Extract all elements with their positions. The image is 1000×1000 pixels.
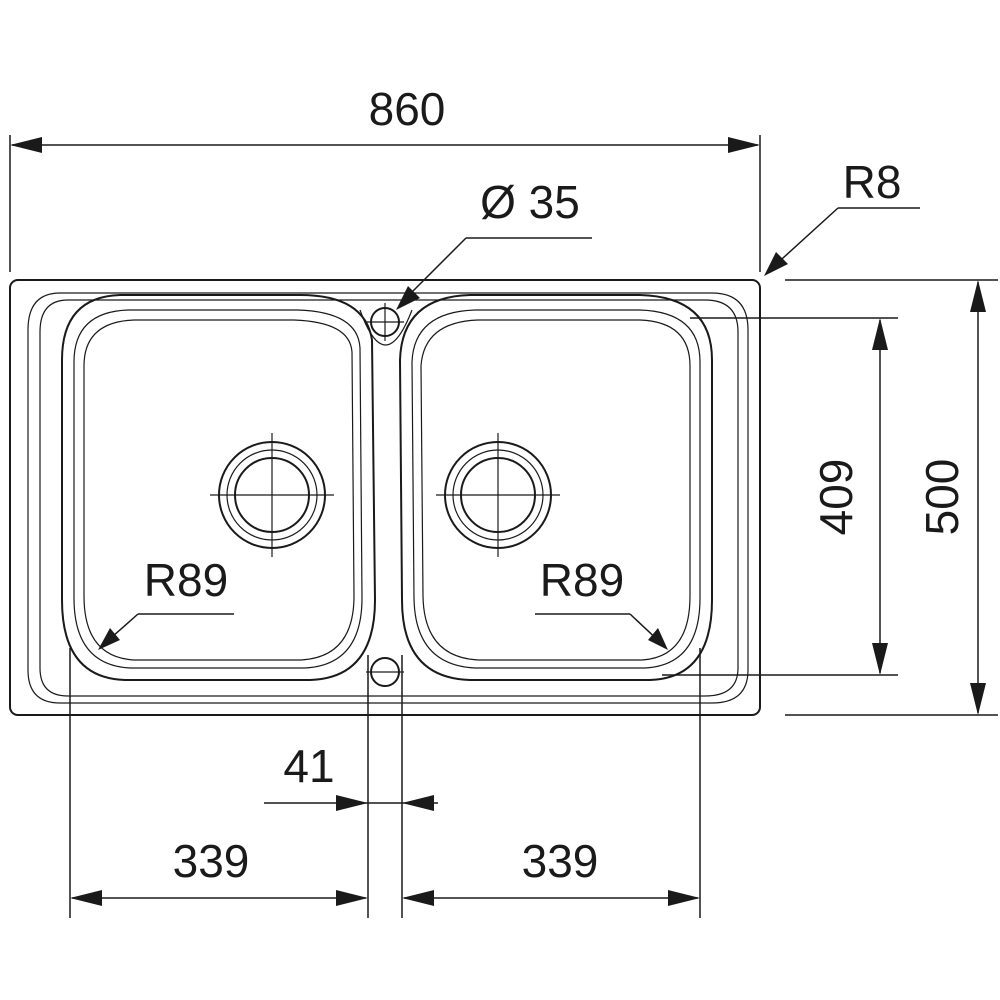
arrowhead-409-top: [872, 318, 888, 350]
arrowhead-339-right-end: [668, 890, 700, 906]
right-drain: [436, 433, 560, 557]
dimension-corner-radius: R8: [764, 156, 920, 276]
arrowhead-860-right: [728, 137, 760, 153]
sink-body: [9, 279, 761, 716]
left-drain: [210, 433, 334, 557]
right-bowl-floor: [420, 319, 691, 661]
left-bowl: [61, 294, 377, 681]
right-bowl-inner-rim: [411, 309, 701, 669]
sink-drainboard-lip: [27, 292, 749, 704]
label-overall-depth: 500: [916, 459, 968, 536]
label-left-bowl-width: 339: [173, 835, 250, 887]
arrowhead-corner: [764, 252, 788, 276]
left-bowl-floor: [83, 319, 355, 661]
label-right-bowl-width: 339: [522, 835, 599, 887]
arrowhead-339-left-end: [336, 890, 368, 906]
left-bowl-inner-rim: [73, 309, 363, 669]
dimension-overall-width: 860: [9, 83, 761, 272]
label-corner-radius: R8: [843, 156, 902, 208]
dimension-right-bowl-width: 339: [402, 835, 700, 906]
arrowhead-right-radius: [648, 628, 668, 650]
sink-outer-edge: [9, 279, 761, 716]
dimension-bowl-depth: 409: [662, 317, 898, 676]
arrowhead-860-left: [10, 137, 42, 153]
right-bowl: [398, 294, 713, 681]
dimension-tap-hole: Ø 35: [396, 176, 592, 310]
arrowhead-41-left: [336, 795, 368, 811]
dimension-left-bowl-width: 339: [70, 835, 368, 906]
right-bowl-outer-rim: [398, 294, 713, 681]
arrowhead-500-top: [970, 280, 986, 312]
bottom-extension-lines: [69, 648, 701, 918]
tap-hole: [359, 303, 413, 346]
arrowhead-339-right-start: [402, 890, 434, 906]
arrowhead-41-right: [402, 795, 434, 811]
dimension-left-bowl-radius: R89: [98, 554, 234, 650]
leader-corner: [771, 207, 839, 269]
dimension-bowl-gap: 41: [264, 740, 438, 811]
arrowhead-tap-hole: [396, 286, 420, 310]
arrowhead-339-left-start: [70, 890, 102, 906]
label-right-bowl-radius: R89: [540, 554, 624, 606]
label-overall-width: 860: [369, 83, 446, 135]
arrowhead-500-bottom: [970, 683, 986, 715]
dimension-overall-depth: 500: [785, 279, 998, 716]
label-bowl-gap: 41: [283, 740, 334, 792]
sink-inner-lip: [39, 299, 739, 697]
left-bowl-outer-rim: [61, 294, 377, 681]
label-tap-hole: Ø 35: [480, 176, 580, 228]
label-left-bowl-radius: R89: [144, 554, 228, 606]
dimension-right-bowl-radius: R89: [535, 554, 668, 650]
tap-hole-bridge: [359, 309, 413, 346]
label-bowl-depth: 409: [810, 459, 862, 536]
arrowhead-left-radius: [98, 628, 120, 650]
overflow-hole: [366, 657, 404, 687]
arrowhead-409-bottom: [872, 643, 888, 675]
